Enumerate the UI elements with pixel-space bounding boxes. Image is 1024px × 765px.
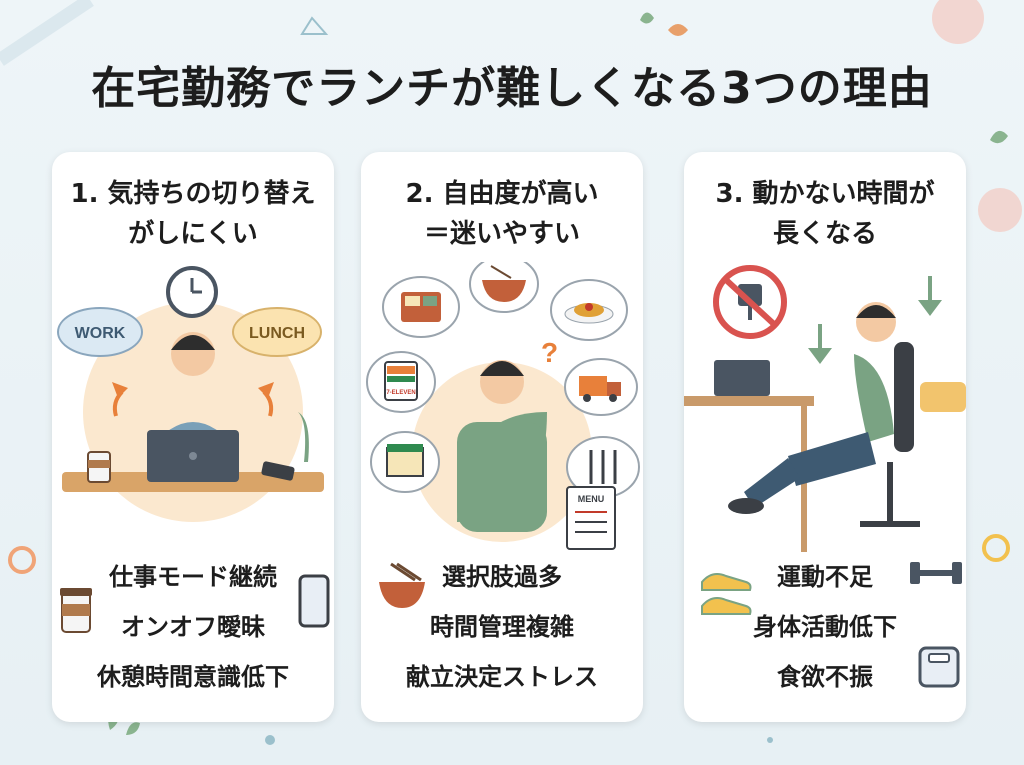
delivery-truck-icon bbox=[579, 376, 621, 402]
laptop-icon bbox=[147, 430, 239, 482]
card-switch-mindset: 1. 気持ちの切り替え がしにくい WORK LUNCH bbox=[52, 152, 334, 722]
card-heading: 2. 自由度が高い ＝迷いやすい bbox=[361, 174, 643, 254]
point-item: 運動不足 bbox=[777, 563, 873, 591]
scale-icon bbox=[918, 646, 960, 688]
card-points: 運動不足 身体活動低下 食欲不振 bbox=[684, 552, 966, 702]
cutlery-icon bbox=[589, 450, 617, 484]
ramen-icon bbox=[482, 265, 526, 302]
point-item: 献立決定ストレス bbox=[406, 663, 598, 691]
no-chair-icon bbox=[713, 265, 787, 339]
card-points: 選択肢過多 時間管理複雑 献立決定ストレス bbox=[361, 552, 643, 702]
down-arrow-icon bbox=[808, 324, 832, 364]
menu-icon: MENU bbox=[566, 486, 616, 550]
svg-text:?: ? bbox=[541, 337, 558, 368]
card-heading: 1. 気持ちの切り替え がしにくい bbox=[52, 174, 334, 254]
point-item: 身体活動低下 bbox=[753, 613, 897, 641]
card-heading-line1: 1. 気持ちの切り替え bbox=[70, 179, 316, 209]
point-item: 時間管理複雑 bbox=[430, 613, 574, 641]
card-sedentary-time: 3. 動かない時間が 長くなる bbox=[684, 152, 966, 722]
store-label: 7-ELEVEN bbox=[386, 390, 415, 396]
point-item: 仕事モード継続 bbox=[109, 563, 277, 591]
sneakers-icon bbox=[701, 573, 752, 615]
illustration-sitting bbox=[684, 265, 966, 552]
bento-icon bbox=[401, 292, 441, 322]
illustration-food-choices: 7-ELEVEN ? MENU bbox=[366, 262, 640, 550]
point-item: 休憩時間意識低下 bbox=[97, 663, 289, 691]
point-item: 食欲不振 bbox=[777, 663, 873, 691]
lunch-bubble-label: LUNCH bbox=[249, 325, 305, 342]
card-heading-line2: ＝迷いやすい bbox=[423, 219, 580, 249]
coffee-cup-icon bbox=[60, 588, 92, 633]
work-bubble-label: WORK bbox=[75, 325, 126, 342]
card-too-much-freedom: 2. 自由度が高い ＝迷いやすい 7-ELEVEN bbox=[361, 152, 643, 722]
menu-label: MENU bbox=[578, 494, 605, 504]
pasta-icon bbox=[564, 303, 614, 324]
smartphone-icon bbox=[298, 574, 330, 628]
convenience-store-icon: 7-ELEVEN bbox=[384, 361, 418, 401]
card-heading-line1: 2. 自由度が高い bbox=[405, 179, 599, 209]
card-points: 仕事モード継続 オンオフ曖昧 休憩時間意識低下 bbox=[52, 552, 334, 702]
coffee-cup-icon bbox=[87, 451, 111, 483]
laptop-icon bbox=[714, 360, 770, 396]
card-heading: 3. 動かない時間が 長くなる bbox=[684, 174, 966, 254]
card-heading-line1: 3. 動かない時間が bbox=[715, 179, 935, 209]
point-item: 選択肢過多 bbox=[442, 563, 562, 591]
smartphone-icon bbox=[261, 461, 295, 481]
dumbbell-icon bbox=[910, 562, 962, 584]
page-title: 在宅勤務でランチが難しくなる3つの理由 bbox=[91, 63, 933, 114]
sofa-icon bbox=[920, 382, 966, 412]
convenience-store-icon bbox=[386, 444, 424, 477]
illustration-work-lunch: WORK LUNCH bbox=[57, 266, 324, 522]
clock-icon bbox=[166, 266, 218, 318]
ramen-icon bbox=[379, 562, 425, 608]
point-item: オンオフ曖昧 bbox=[121, 613, 265, 641]
down-arrow-icon bbox=[918, 276, 942, 316]
card-heading-line2: 長くなる bbox=[772, 219, 877, 249]
card-heading-line2: がしにくい bbox=[128, 219, 258, 249]
